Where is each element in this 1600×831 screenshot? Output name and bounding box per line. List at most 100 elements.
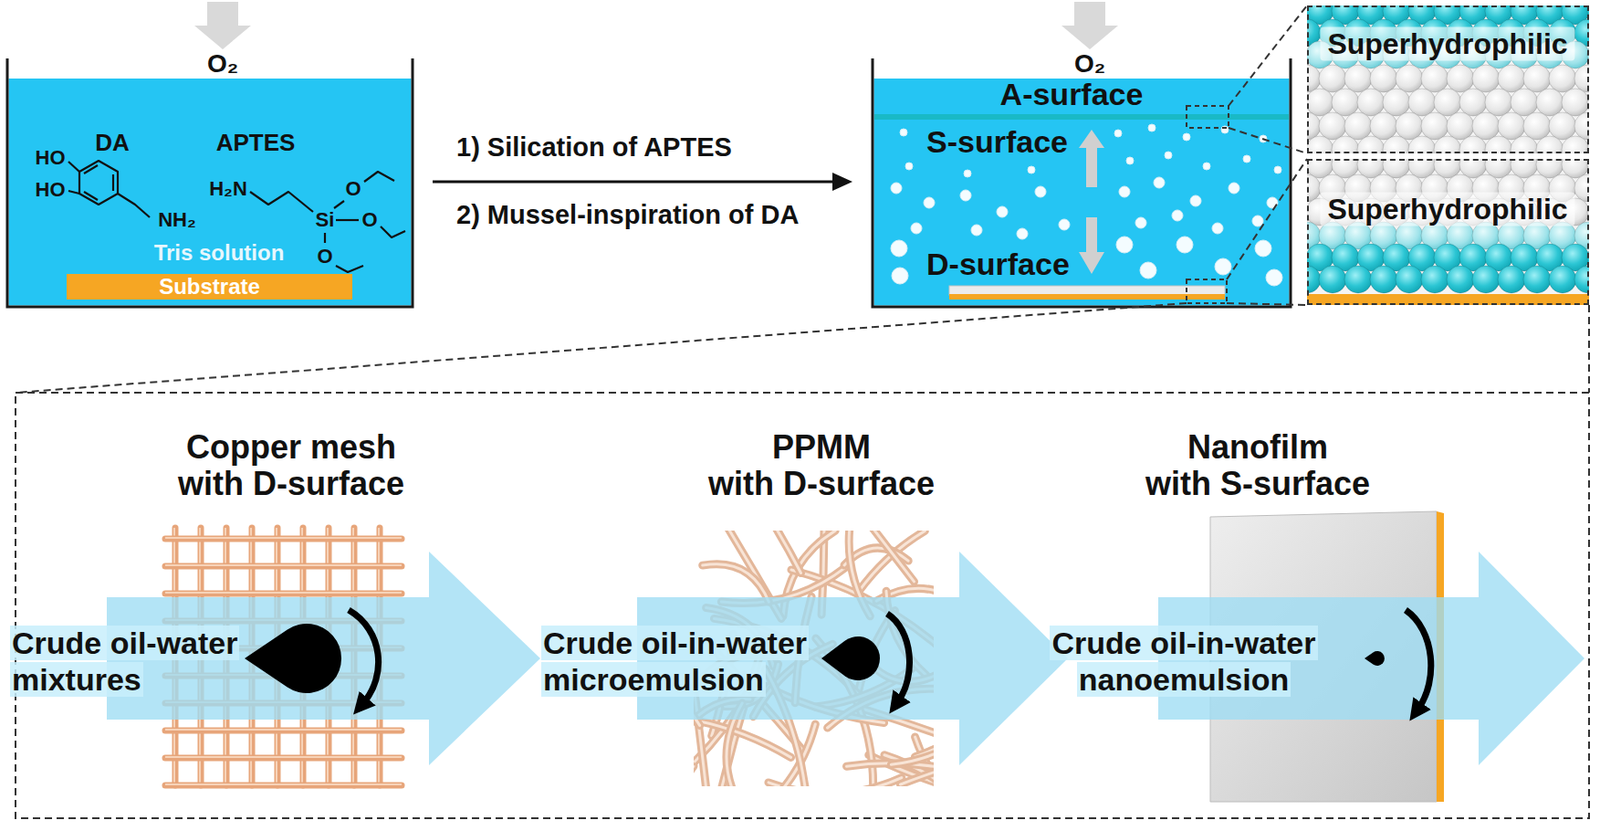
nanoparticle [1446, 64, 1475, 93]
zoom-label: Superhydrophilic [1319, 27, 1575, 62]
arrow-line [432, 180, 835, 184]
particle [1139, 261, 1157, 279]
nanoparticle [1446, 265, 1475, 293]
gas-label: O₂ [207, 49, 239, 79]
particle [899, 128, 908, 136]
nanoparticle [1382, 135, 1411, 154]
mesh-wire [165, 563, 402, 570]
nanoparticle [1421, 265, 1449, 293]
particle [1058, 219, 1070, 231]
bond [334, 200, 345, 209]
nanoparticle [1561, 135, 1590, 154]
particle [971, 224, 983, 236]
flow-label: Crude oil-in-water nanoemulsion [1049, 625, 1318, 697]
text-slot: Crude oil-in-water microemulsion [541, 624, 834, 698]
particle [890, 182, 902, 194]
oxygen-arrow [1061, 1, 1119, 50]
text-slot: O [316, 244, 333, 268]
particle [1126, 156, 1134, 165]
particle [923, 197, 935, 209]
text-slot: Tris solution [154, 240, 285, 266]
mesh-highlight [165, 728, 402, 731]
arrow-head [832, 172, 853, 191]
flow-label: Crude oil-water mixtures [10, 625, 240, 697]
oil-droplet [244, 623, 342, 693]
particle [1153, 177, 1165, 189]
nanoparticle [1548, 112, 1577, 140]
panel-heading: Nanofilm with S-surface [1129, 428, 1386, 502]
nanoparticle [1307, 88, 1334, 116]
mesh-wire [165, 727, 402, 734]
bond [335, 219, 359, 221]
atom-label: O [316, 244, 333, 268]
nanoparticle [1395, 112, 1423, 140]
text-slot: Crude oil-water mixtures [10, 624, 284, 698]
substrate-label: Substrate [158, 273, 261, 300]
zoom-line [1226, 303, 1308, 305]
particle [1228, 182, 1240, 194]
d-surface-coating [949, 285, 1225, 295]
particle [1190, 195, 1202, 207]
particle [891, 267, 909, 284]
double-bond [83, 165, 98, 174]
zoom-line [1588, 304, 1590, 393]
process-arrow [432, 172, 853, 191]
beaker: A-surfaceS-surfaceD-surface [872, 58, 1291, 307]
step-label: 2) Mussel-inspiration of DA [456, 199, 799, 231]
zoom-ground [1307, 158, 1590, 305]
text-slot: D-surface [926, 246, 1070, 283]
nanoparticle [1408, 135, 1436, 154]
bond [117, 193, 150, 218]
particles [890, 124, 1283, 286]
particle [1171, 209, 1183, 221]
particle [1114, 129, 1122, 137]
particle [996, 206, 1008, 218]
nanoparticle [1421, 112, 1449, 140]
panel-heading: Copper mesh with D-surface [163, 428, 419, 502]
nanoparticle [1331, 88, 1360, 116]
rejection-arrow [887, 613, 910, 701]
beaker-wall [7, 58, 413, 307]
zoom-line [1228, 5, 1308, 106]
gas-label: O₂ [1074, 49, 1106, 79]
nanoparticle [1497, 112, 1526, 140]
text-slot: Superhydrophilic [1319, 27, 1575, 62]
nanoparticle [1561, 88, 1590, 116]
nanoparticle [1369, 265, 1398, 293]
text-slot: Copper mesh with D-surface [163, 428, 419, 502]
text-slot: HO [35, 177, 66, 201]
beaker-wall [872, 58, 1291, 307]
atom-label: H₂N [209, 177, 248, 200]
nanoparticle [1472, 265, 1500, 293]
text-slot: Nanofilm with S-surface [1129, 428, 1386, 502]
nanoparticle [1433, 88, 1462, 116]
rejection-arrow [348, 609, 379, 703]
zoom-line [15, 5, 1590, 393]
zoom-marker [1186, 279, 1227, 304]
text-slot: S-surface [926, 124, 1068, 160]
nanoparticle [1574, 265, 1590, 293]
a-surface-layer [874, 114, 1289, 120]
surface-label: A-surface [1000, 76, 1144, 113]
nanoparticle [1395, 64, 1423, 93]
atom-label: O [361, 208, 377, 231]
nanoparticle [1357, 88, 1385, 116]
particle [1274, 166, 1282, 174]
molecule-name: APTES [216, 129, 296, 157]
nanoparticle [1344, 112, 1372, 140]
particle [963, 169, 972, 178]
particle [905, 162, 913, 170]
nanoparticle [1344, 265, 1372, 293]
line-spacer [894, 428, 950, 466]
nanoparticle [1369, 112, 1398, 140]
bond [68, 190, 80, 194]
nanoparticle [1331, 135, 1360, 154]
mesh-highlight [165, 564, 402, 566]
nanoparticle [1395, 265, 1423, 293]
surface-label: D-surface [926, 246, 1070, 283]
nanoparticle [1510, 135, 1538, 154]
particle [1214, 258, 1232, 275]
mesh-highlight [165, 783, 402, 785]
